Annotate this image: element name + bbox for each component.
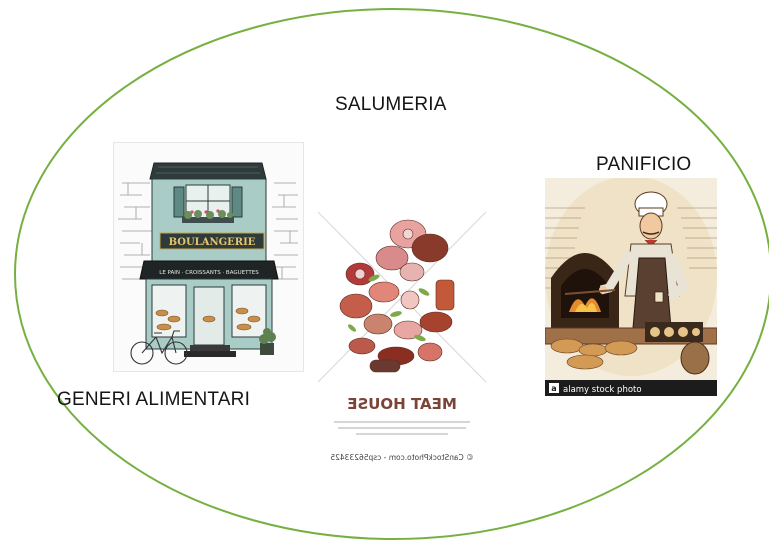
- boulangerie-sign: BOULANGERIE: [169, 237, 256, 248]
- baker-image: a alamy stock photo: [545, 178, 717, 396]
- meat-house-title: MEAT HOUSE: [347, 395, 457, 413]
- label-salumeria: SALUMERIA: [335, 94, 447, 115]
- label-panificio: PANIFICIO: [596, 154, 692, 175]
- label-generi-alimentari: GENERI ALIMENTARI: [57, 389, 251, 410]
- alamy-watermark: alamy stock photo: [563, 385, 642, 395]
- meat-products-illustration: MEAT HOUSE © CanStockPhoto.com - csp5623…: [317, 211, 487, 462]
- svg-text:a: a: [551, 384, 556, 393]
- meat-house-image: MEAT HOUSE © CanStockPhoto.com - csp5623…: [312, 196, 492, 476]
- meat-house-credit: © CanStockPhoto.com - csp56233425: [330, 453, 474, 462]
- baker-at-oven-engraving: a alamy stock photo: [545, 178, 717, 396]
- boulangerie-awning-text: LE PAIN · CROISSANTS · BAGUETTES: [159, 270, 259, 276]
- bakery-shop-illustration: BOULANGERIE LE PAIN · CROISSANTS · BAGUE…: [118, 162, 298, 365]
- boulangerie-image: BOULANGERIE LE PAIN · CROISSANTS · BAGUE…: [113, 142, 304, 372]
